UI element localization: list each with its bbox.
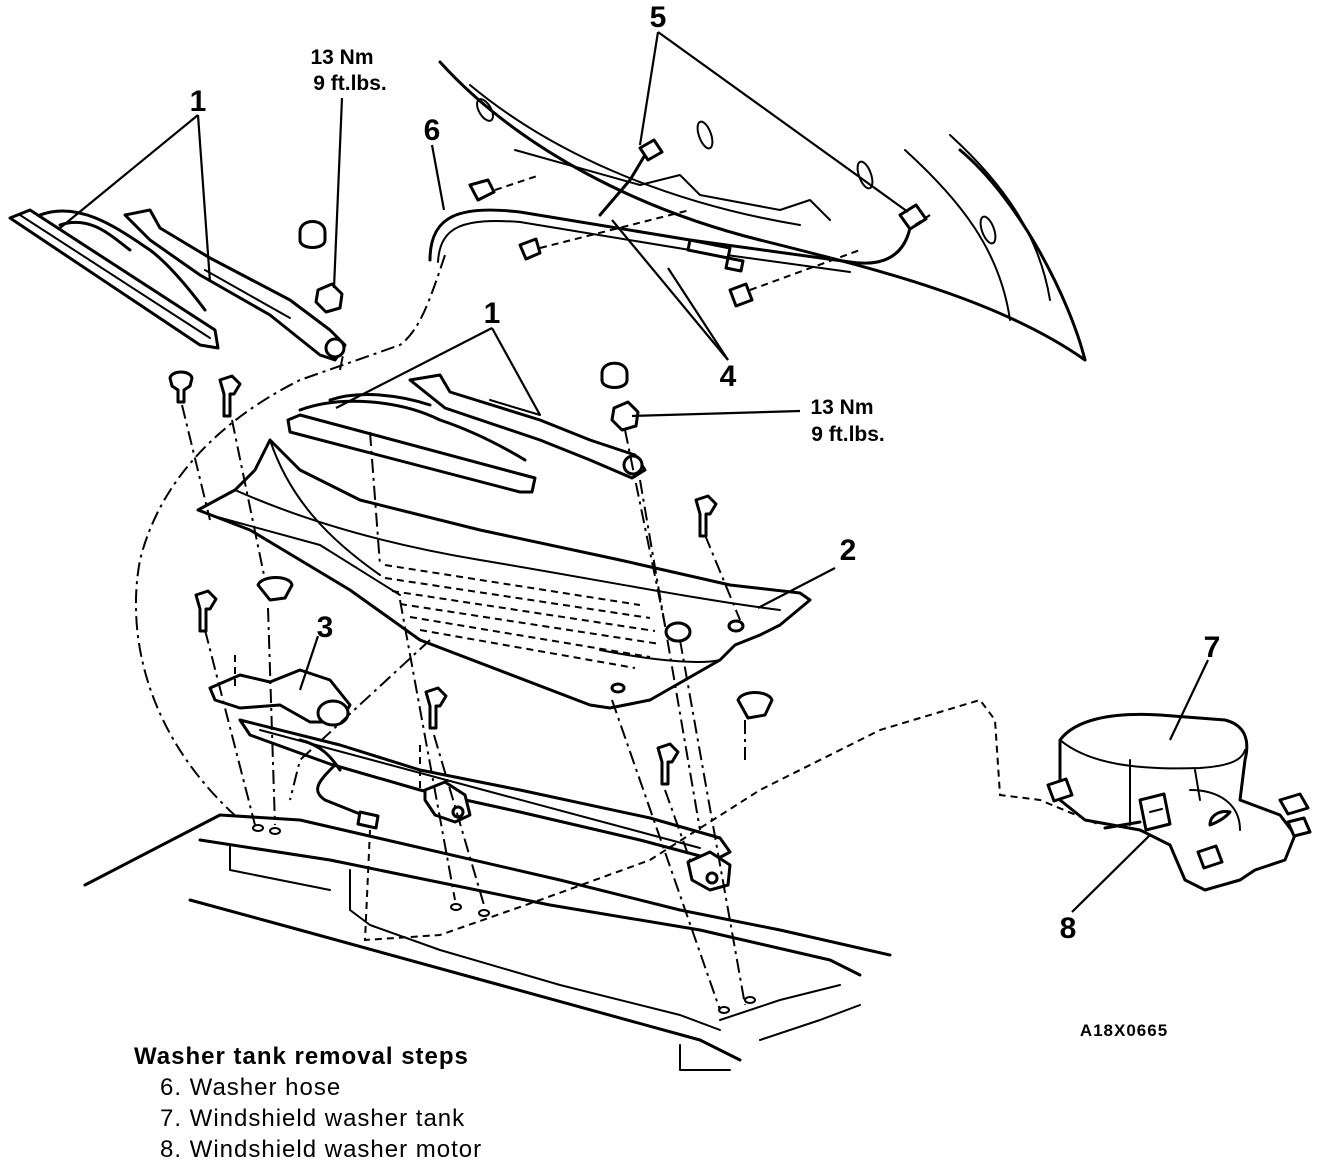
callout-6: 6 — [424, 114, 441, 147]
figure-code: A18X0665 — [1080, 1021, 1168, 1040]
washer-tank — [1046, 712, 1312, 892]
nut-center — [610, 400, 640, 432]
torque-ftlbs-center: 9 ft.lbs. — [811, 423, 885, 446]
removal-step-6: 6. Washer hose — [160, 1074, 341, 1101]
left-wiper-assembly — [8, 208, 347, 362]
removal-step-7: 7. Windshield washer tank — [160, 1105, 465, 1132]
screw-right — [694, 494, 718, 538]
callout-3: 3 — [317, 611, 334, 644]
callout-2: 2 — [840, 534, 857, 567]
washer-motor — [1103, 792, 1172, 832]
callout-7: 7 — [1204, 631, 1221, 664]
washer-hose — [428, 138, 931, 308]
assembly-guide-lines — [134, 254, 1101, 1011]
callout-1-center: 1 — [484, 297, 501, 330]
cap-left — [298, 220, 327, 249]
callout-1-left: 1 — [190, 85, 207, 118]
bolt-motor-left — [194, 589, 218, 633]
hood-outline — [438, 60, 1087, 362]
grommet-left — [256, 576, 294, 602]
bolt-linkage-right — [656, 742, 680, 786]
removal-step-8: 8. Windshield washer motor — [160, 1136, 482, 1163]
torque-nm-center: 13 Nm — [810, 396, 873, 419]
callout-5: 5 — [650, 1, 667, 34]
cowl-grille-slots — [384, 564, 661, 669]
callout-4: 4 — [720, 360, 737, 393]
center-wiper-assembly — [286, 373, 647, 494]
grommet-right — [736, 691, 774, 720]
nut-left — [314, 282, 344, 314]
clip-left — [168, 370, 194, 404]
bolt-linkage-center — [424, 686, 448, 730]
callout-8: 8 — [1060, 912, 1077, 945]
torque-nm-upper: 13 Nm — [310, 46, 373, 69]
cap-center — [600, 361, 629, 389]
torque-ftlbs-upper: 9 ft.lbs. — [313, 72, 387, 95]
leader-lines — [59, 31, 1209, 913]
removal-steps-title: Washer tank removal steps — [134, 1043, 469, 1070]
screw-left — [218, 374, 242, 418]
wiper-linkage-assembly — [208, 668, 732, 892]
cowl-top-panel — [196, 438, 812, 710]
body-cowl-panel — [83, 813, 892, 1071]
